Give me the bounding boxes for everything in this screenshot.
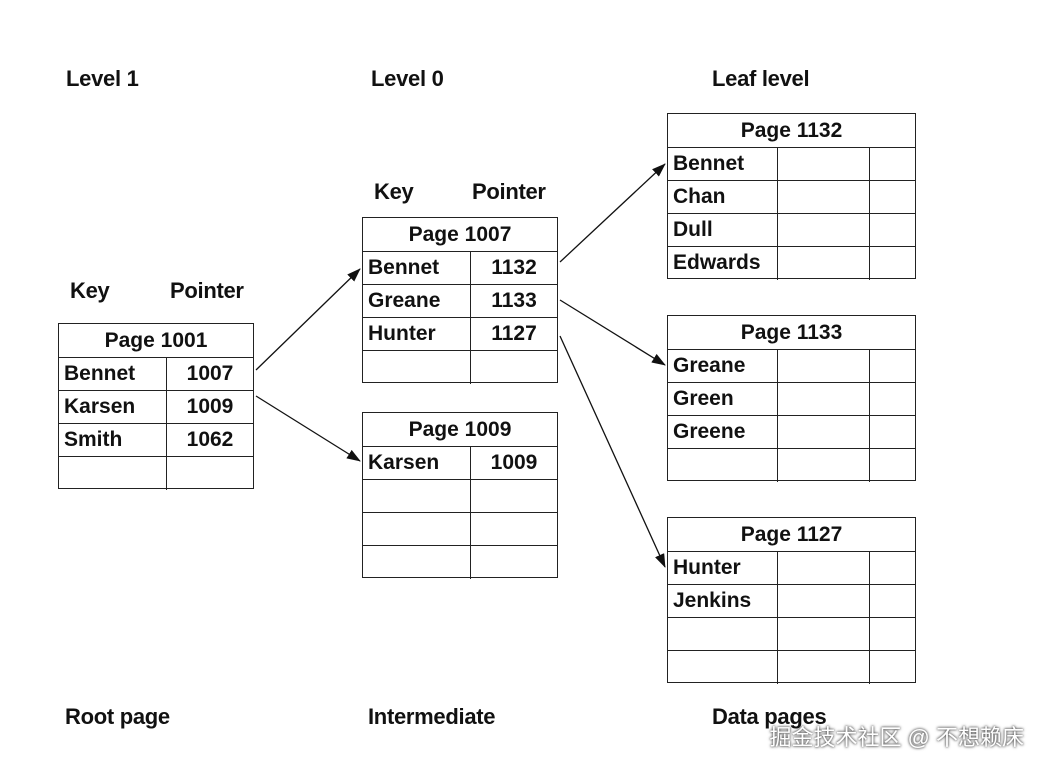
name-cell: Hunter bbox=[668, 552, 778, 584]
arrow-1007-to-1132 bbox=[559, 163, 666, 263]
level-1-label: Level 1 bbox=[66, 66, 139, 91]
page-title: Page 1001 bbox=[59, 324, 253, 358]
name-cell: Edwards bbox=[668, 247, 778, 280]
pointer-cell: 1062 bbox=[186, 428, 234, 451]
data-cell bbox=[778, 247, 870, 280]
table-row bbox=[363, 351, 557, 384]
intermediate-caption: Intermediate bbox=[368, 704, 496, 729]
name-cell bbox=[668, 618, 778, 650]
table-row: Greane 1133 bbox=[363, 285, 557, 318]
table-row: Dull bbox=[668, 214, 915, 247]
key-cell: Karsen bbox=[59, 391, 167, 423]
intermediate-page-1007-box: Page 1007 Bennet 1132 Greane 1133 Hunter… bbox=[362, 217, 558, 384]
table-row bbox=[363, 546, 557, 579]
pointer-cell: 1127 bbox=[491, 322, 537, 345]
name-cell: Chan bbox=[668, 181, 778, 213]
page-title: Page 1133 bbox=[668, 316, 915, 350]
data-cell bbox=[778, 214, 870, 246]
name-cell: Dull bbox=[668, 214, 778, 246]
root-key-header: Key bbox=[70, 278, 110, 303]
root-page-box: Page 1001 Bennet 1007 Karsen 1009 Smith … bbox=[58, 323, 254, 490]
name-cell: Greene bbox=[668, 416, 778, 448]
table-row: Bennet bbox=[668, 148, 915, 181]
data-cell bbox=[778, 618, 870, 650]
key-cell: Bennet bbox=[59, 358, 167, 390]
intermediate-pointer-header: Pointer bbox=[472, 179, 546, 204]
key-cell bbox=[363, 351, 471, 384]
pointer-cell: 1009 bbox=[186, 395, 234, 418]
table-row bbox=[668, 449, 915, 482]
table-row bbox=[668, 651, 915, 684]
table-row: Hunter bbox=[668, 552, 915, 585]
data-cell bbox=[778, 651, 870, 684]
table-row bbox=[59, 457, 253, 490]
page-title: Page 1007 bbox=[363, 218, 557, 252]
data-cell bbox=[778, 449, 870, 482]
table-row: Karsen 1009 bbox=[59, 391, 253, 424]
arrow-1007-to-1127 bbox=[559, 335, 666, 568]
page-title: Page 1009 bbox=[363, 413, 557, 447]
key-cell: Bennet bbox=[363, 252, 471, 284]
data-cell bbox=[778, 148, 870, 180]
leaf-level-label: Leaf level bbox=[712, 66, 810, 91]
table-row: Bennet 1007 bbox=[59, 358, 253, 391]
key-cell bbox=[59, 457, 167, 490]
table-row: Chan bbox=[668, 181, 915, 214]
leaf-page-1132-box: Page 1132 Bennet Chan Dull Edwards bbox=[667, 113, 916, 280]
data-cell bbox=[778, 552, 870, 584]
intermediate-page-1009-box: Page 1009 Karsen 1009 bbox=[362, 412, 558, 579]
page-title: Page 1127 bbox=[668, 518, 915, 552]
table-row: Jenkins bbox=[668, 585, 915, 618]
watermark: 掘金技术社区 @ 不想赖床 bbox=[769, 725, 1024, 750]
key-cell bbox=[363, 480, 471, 512]
arrow-1001-to-1009 bbox=[255, 395, 361, 462]
data-cell bbox=[778, 383, 870, 415]
level-0-label: Level 0 bbox=[371, 66, 444, 91]
pointer-cell: 1132 bbox=[491, 256, 537, 279]
key-cell: Smith bbox=[59, 424, 167, 456]
table-row bbox=[668, 618, 915, 651]
key-cell: Greane bbox=[363, 285, 471, 317]
intermediate-key-header: Key bbox=[374, 179, 414, 204]
pointer-cell: 1007 bbox=[186, 362, 234, 385]
key-cell: Karsen bbox=[363, 447, 471, 479]
data-cell bbox=[778, 585, 870, 617]
name-cell bbox=[668, 449, 778, 482]
table-row: Green bbox=[668, 383, 915, 416]
leaf-page-1133-box: Page 1133 Greane Green Greene bbox=[667, 315, 916, 482]
page-title: Page 1132 bbox=[668, 114, 915, 148]
pointer-cell: 1009 bbox=[490, 451, 538, 474]
data-cell bbox=[778, 416, 870, 448]
table-row bbox=[363, 513, 557, 546]
root-pointer-header: Pointer bbox=[170, 278, 244, 303]
key-cell bbox=[363, 513, 471, 545]
root-page-caption: Root page bbox=[65, 704, 170, 729]
data-cell bbox=[778, 181, 870, 213]
table-row: Karsen 1009 bbox=[363, 447, 557, 480]
name-cell: Greane bbox=[668, 350, 778, 382]
data-cell bbox=[778, 350, 870, 382]
key-cell: Hunter bbox=[363, 318, 471, 350]
leaf-page-1127-box: Page 1127 Hunter Jenkins bbox=[667, 517, 916, 684]
table-row: Smith 1062 bbox=[59, 424, 253, 457]
table-row: Edwards bbox=[668, 247, 915, 280]
key-cell bbox=[363, 546, 471, 579]
name-cell bbox=[668, 651, 778, 684]
pointer-cell: 1133 bbox=[491, 289, 537, 312]
table-row: Hunter 1127 bbox=[363, 318, 557, 351]
name-cell: Bennet bbox=[668, 148, 778, 180]
arrow-1007-to-1133 bbox=[559, 299, 666, 366]
table-row: Greene bbox=[668, 416, 915, 449]
table-row: Bennet 1132 bbox=[363, 252, 557, 285]
arrow-1001-to-1007 bbox=[255, 268, 361, 371]
table-row bbox=[363, 480, 557, 513]
table-row: Greane bbox=[668, 350, 915, 383]
data-pages-caption: Data pages bbox=[712, 704, 827, 729]
name-cell: Jenkins bbox=[668, 585, 778, 617]
name-cell: Green bbox=[668, 383, 778, 415]
